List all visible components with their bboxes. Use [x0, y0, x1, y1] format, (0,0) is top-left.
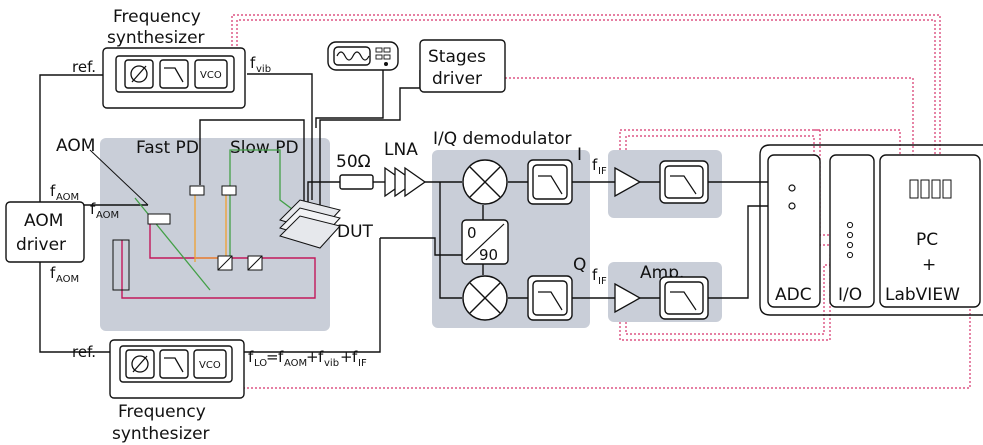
svg-text:+: +: [340, 348, 353, 366]
f-if-i: f: [592, 156, 598, 174]
svg-text:LO: LO: [254, 358, 267, 369]
svg-text:0: 0: [467, 224, 477, 242]
dut-label: DUT: [337, 222, 374, 242]
aom-label: AOM: [56, 136, 95, 156]
freq-synth-bottom-line1: Frequency: [118, 402, 206, 422]
svg-text:f: f: [248, 348, 254, 366]
svg-text:f: f: [352, 348, 358, 366]
f-vib-label: f: [250, 54, 256, 72]
fast-pd: [189, 185, 205, 196]
pc-label: PC: [916, 230, 938, 250]
svg-text:AOM: AOM: [284, 358, 307, 369]
svg-text:AOM: AOM: [56, 192, 79, 203]
stages-driver-line1: Stages: [428, 47, 486, 67]
freq-synth-top-line1: Frequency: [113, 7, 201, 27]
labview-label: LabVIEW: [885, 285, 960, 305]
svg-text:IF: IF: [598, 166, 607, 177]
svg-text:f: f: [278, 348, 284, 366]
aom-driver-line1: AOM: [24, 211, 63, 231]
ref-top-label: ref.: [72, 58, 96, 76]
svg-text:+: +: [306, 348, 319, 366]
fifty-ohm-label: 50Ω: [336, 152, 371, 172]
plus-label: +: [922, 255, 936, 275]
f-aom-bottom: f: [50, 264, 56, 282]
aom-driver: AOM driver f AOM f AOM f AOM: [5, 182, 119, 285]
laser-source: [112, 239, 130, 291]
stages-driver-line2: driver: [432, 69, 482, 89]
vco-bottom-label: VCO: [199, 360, 221, 371]
adc-label: ADC: [775, 285, 812, 305]
svg-text:IF: IF: [598, 276, 607, 287]
iq-demod-label: I/Q demodulator: [433, 129, 572, 149]
svg-text:AOM: AOM: [96, 210, 119, 221]
f-lo-equation: f LO = f AOM + f vib + f IF: [248, 348, 367, 369]
ref-bottom-label: ref.: [72, 343, 96, 361]
f-aom-mid: f: [90, 200, 96, 218]
svg-text:AOM: AOM: [56, 274, 79, 285]
io-module: [829, 154, 875, 308]
io-label: I/O: [838, 285, 862, 305]
svg-text:vib: vib: [324, 358, 339, 369]
function-generator-icon: [327, 41, 399, 71]
vco-top-label: VCO: [200, 70, 222, 81]
q-label: Q: [573, 255, 586, 275]
optical-setup: AOM Fast PD Slow PD DUT: [56, 136, 374, 299]
frequency-synthesizer-bottom: VCO ref. Frequency synthesizer f LO = f …: [72, 339, 367, 444]
svg-text:f: f: [318, 348, 324, 366]
optics-panel: [100, 138, 330, 331]
frequency-synthesizer-top: Frequency synthesizer VCO ref. f vib: [72, 7, 271, 109]
slow-pd-label: Slow PD: [230, 138, 299, 158]
svg-text:IF: IF: [358, 358, 367, 369]
adc-module: [767, 154, 821, 308]
freq-synth-top-line2: synthesizer: [107, 28, 205, 48]
svg-text:=: =: [266, 348, 279, 366]
dut-stage: [279, 199, 341, 249]
amp-stages: Amp.: [614, 160, 709, 320]
amp-q: [614, 282, 642, 314]
iq-demodulator: I/Q demodulator 0 90 I Q f IF f IF: [433, 129, 607, 321]
lna-label: LNA: [384, 140, 418, 160]
svg-text:90: 90: [479, 246, 498, 264]
lna-chain: 50Ω LNA: [336, 140, 427, 198]
pc-module: [879, 154, 981, 308]
f-aom-top: f: [50, 182, 56, 200]
i-label: I: [577, 145, 582, 165]
fast-pd-label: Fast PD: [136, 138, 199, 158]
f-vib-sub: vib: [256, 64, 271, 75]
slow-pd: [221, 185, 237, 196]
pc-rack: ADC I/O PC + LabVIEW: [759, 144, 983, 316]
freq-synth-bottom-line2: synthesizer: [112, 424, 210, 444]
aom-driver-line2: driver: [16, 235, 66, 255]
resistor-50-ohm: [339, 174, 374, 190]
aom-crystal: [147, 213, 171, 225]
f-if-q: f: [592, 266, 598, 284]
amp-i: [614, 166, 642, 198]
stages-driver: Stages driver: [419, 39, 506, 93]
